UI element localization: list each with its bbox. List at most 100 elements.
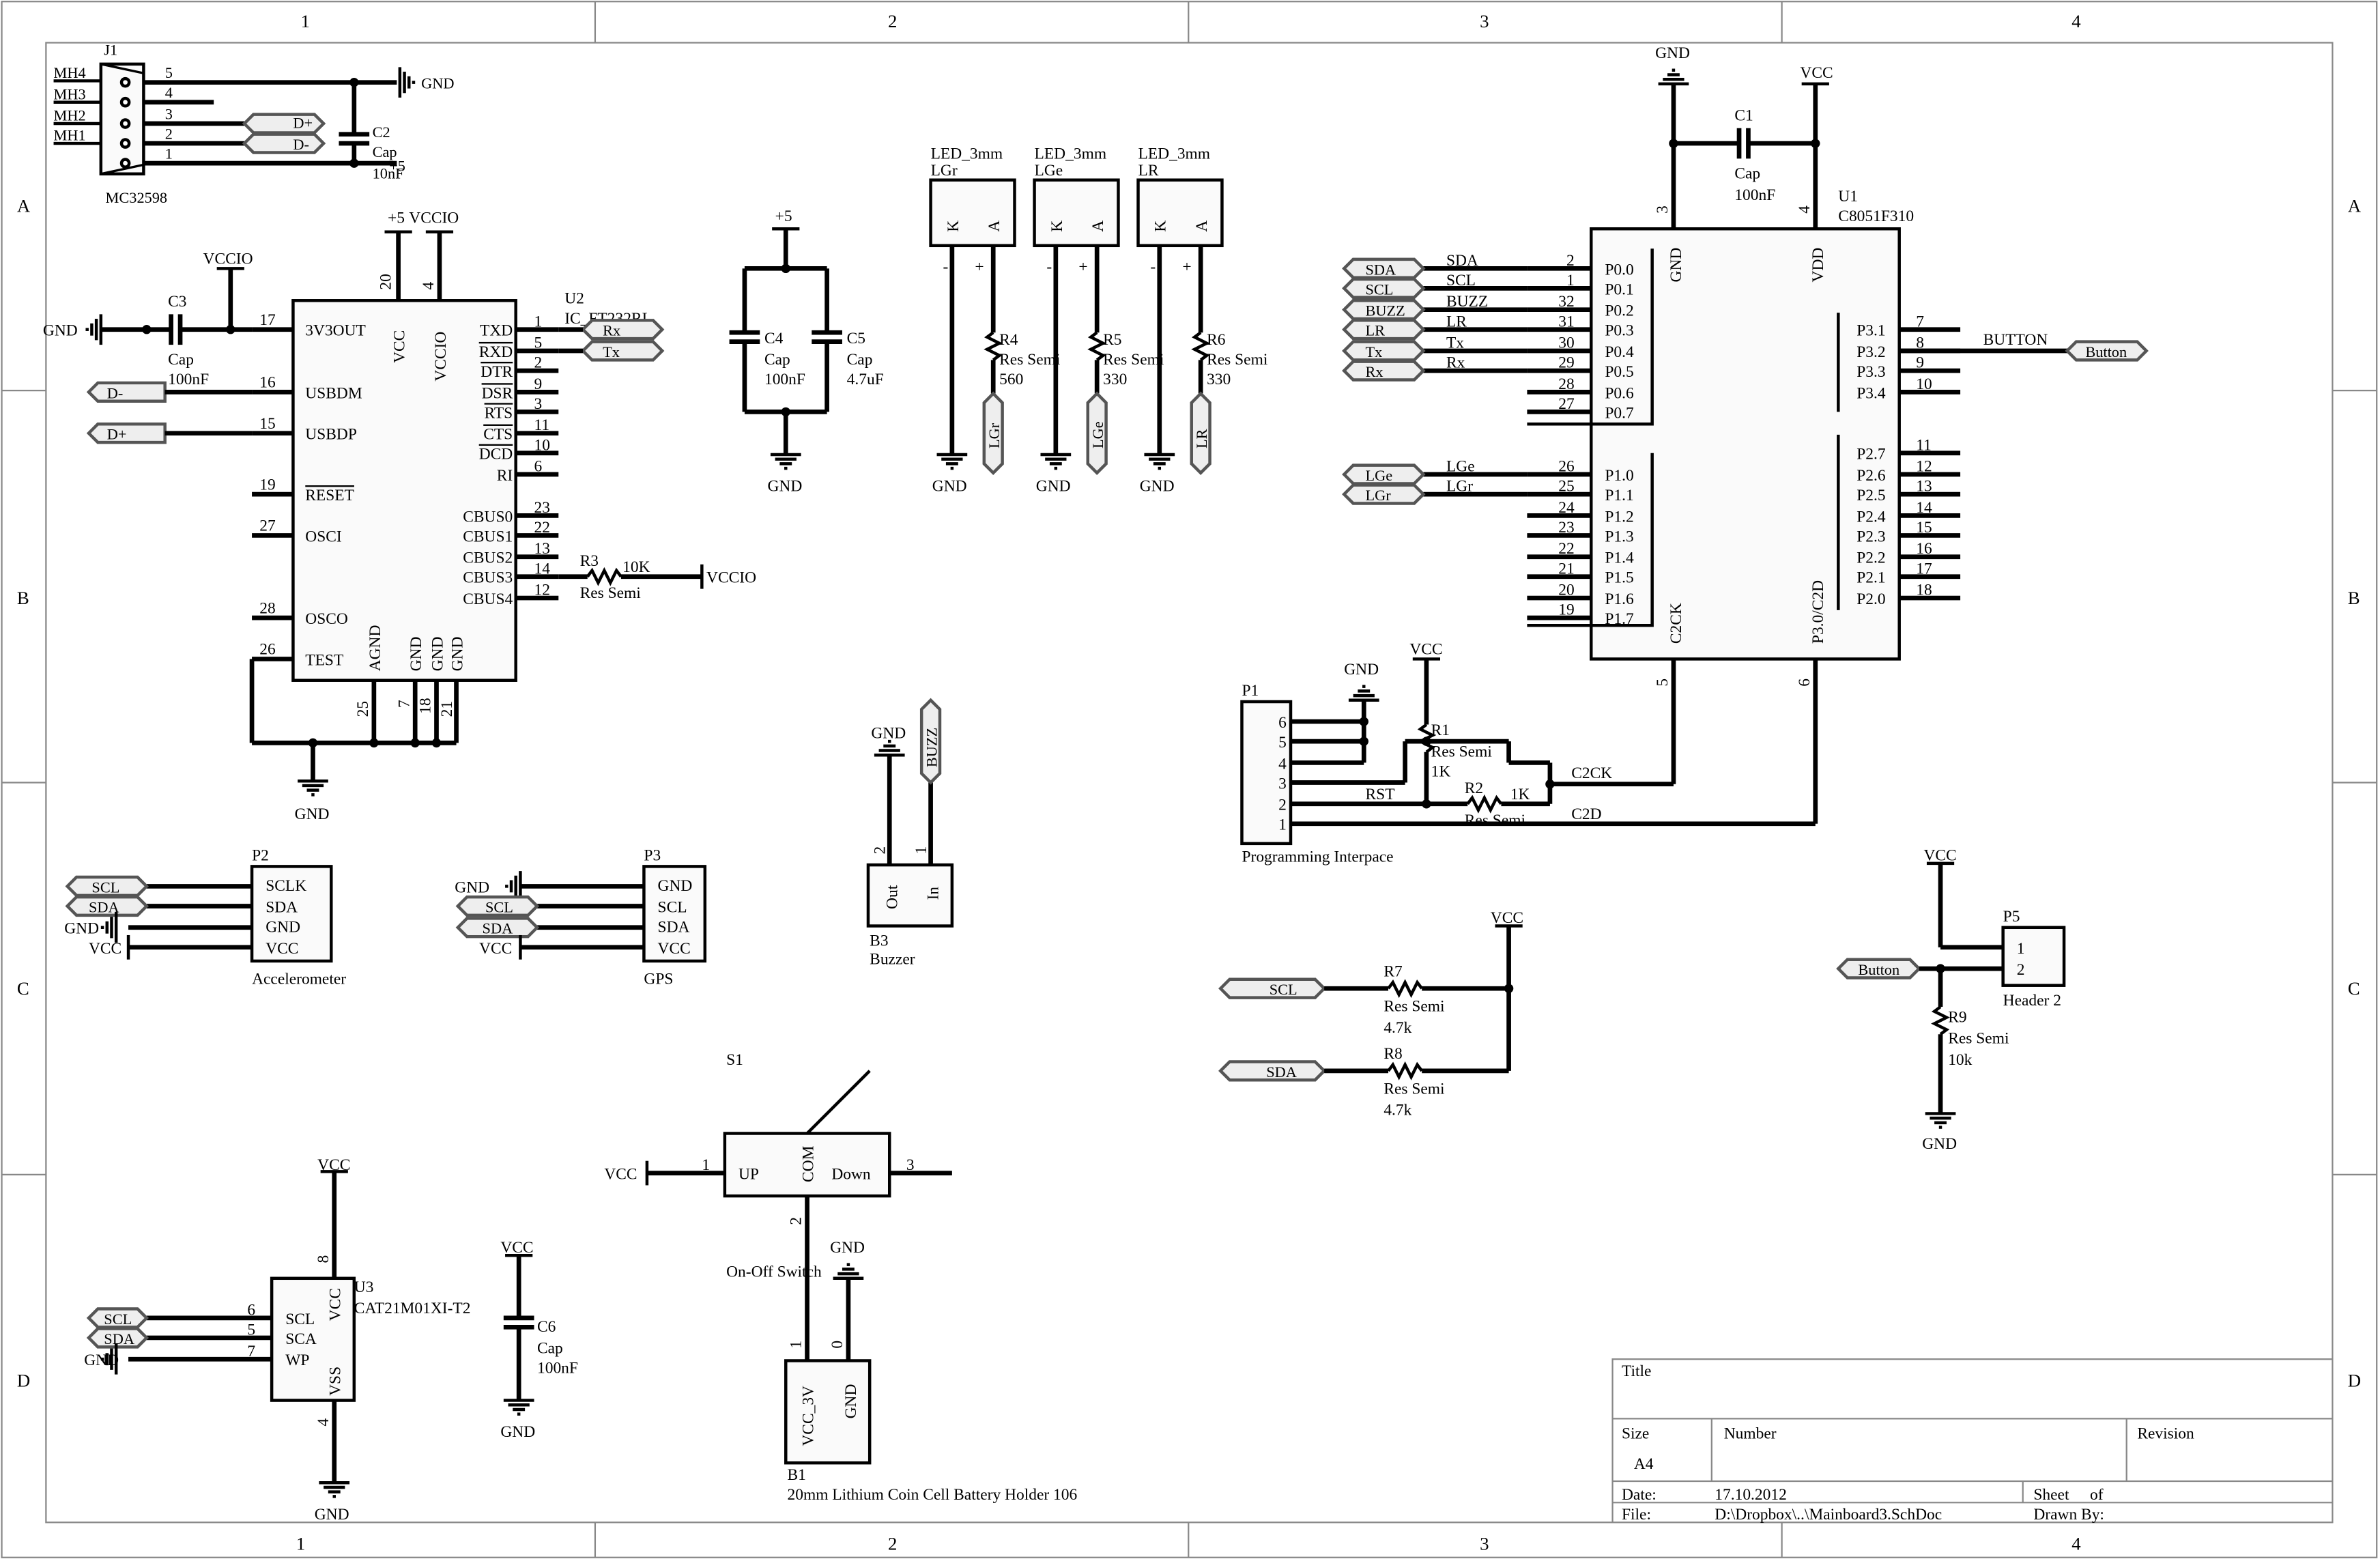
- u2-pin-vccio: VCCIO: [432, 332, 450, 382]
- b1-pin0: 0: [829, 1341, 846, 1349]
- led-res-type: Res Semi: [999, 351, 1061, 369]
- c1-ref: C1: [1734, 107, 1753, 125]
- u2-pinnum-16: 16: [259, 374, 276, 392]
- port-scl-r7: SCL: [1218, 977, 1327, 999]
- svg-text:SDA: SDA: [1266, 1063, 1297, 1081]
- u2-pinnum-6: 6: [534, 458, 543, 476]
- u1-port-label: LR: [1366, 322, 1386, 339]
- b3-pin1: 1: [913, 846, 930, 855]
- u1-pin-p0-0: P0.0: [1605, 261, 1633, 278]
- u1-pin-p3-1: P3.1: [1856, 322, 1885, 340]
- u1-pin-vdd: VDD: [1809, 248, 1827, 283]
- svg-text:SDA: SDA: [89, 898, 119, 915]
- u1-pinnum-3: 3: [1654, 205, 1672, 214]
- u1-port-label: BUZZ: [1366, 302, 1405, 319]
- zone-col-1-bottom: 1: [296, 1534, 305, 1554]
- zone-col-3-bottom: 3: [1480, 1534, 1489, 1554]
- u1-pinnum-16: 16: [1916, 540, 1932, 558]
- led-net-port: LGr: [986, 423, 1003, 448]
- of-label: of: [2090, 1486, 2104, 1504]
- port-button-p5: Button: [1836, 958, 1921, 979]
- p2-label: Accelerometer: [252, 970, 346, 988]
- r2-type: Res Semi: [1465, 812, 1526, 829]
- led-gnd-label: GND: [932, 478, 967, 496]
- port-tx-u2: Tx: [580, 340, 665, 362]
- u1-port-label: Rx: [1366, 363, 1383, 380]
- u1-pinnum-1: 1: [1566, 272, 1575, 289]
- u1-pin-p3-2: P3.2: [1856, 343, 1885, 361]
- c4-value: 100nF: [764, 371, 805, 388]
- u2-pin-3v3out: 3V3OUT: [305, 322, 366, 340]
- u1-port-label: SCL: [1366, 281, 1394, 298]
- r7-type: Res Semi: [1383, 998, 1445, 1016]
- b1-battery: B1 20mm Lithium Coin Cell Battery Holder…: [784, 1239, 1078, 1504]
- j1-pin5: 5: [165, 64, 173, 81]
- u1-pin-p3-3: P3.3: [1856, 363, 1885, 381]
- u1-pin-p1-0: P1.0: [1605, 467, 1633, 485]
- u1-port-label: Tx: [1366, 343, 1383, 360]
- svg-text:SDA: SDA: [483, 920, 513, 937]
- port-lgr-led: [982, 391, 1004, 475]
- u2-pin-cbus4: CBUS4: [463, 590, 513, 608]
- c2-value: 10nF: [373, 165, 404, 182]
- led-ref: LGr: [931, 162, 958, 180]
- u1-net-buzz: BUZZ: [1446, 293, 1488, 311]
- led-res-type: Res Semi: [1103, 351, 1164, 369]
- port-sda-p2: SDA: [65, 895, 149, 917]
- port-rx-u2: Rx: [580, 319, 665, 341]
- u1-pinnum-32: 32: [1558, 293, 1574, 311]
- zone-col-1-top: 1: [301, 11, 310, 31]
- c6-vcc-label: VCC: [500, 1239, 533, 1257]
- u1-net-tx: Tx: [1446, 334, 1464, 352]
- file-label: File:: [1622, 1506, 1651, 1524]
- led-k: K: [1152, 220, 1170, 232]
- u2-pinnum-10: 10: [534, 436, 550, 454]
- u2-pin-txd: TXD: [480, 322, 513, 340]
- j1-part: MC32598: [106, 189, 168, 206]
- port-dplus: D+: [242, 113, 326, 134]
- p2-vcc-label: VCC: [89, 940, 121, 958]
- s1-pin1: 1: [702, 1156, 710, 1174]
- b1-label: 20mm Lithium Coin Cell Battery Holder 10…: [788, 1486, 1078, 1504]
- r1-type: Res Semi: [1431, 743, 1493, 760]
- r8-value: 4.7k: [1383, 1102, 1411, 1119]
- b3-label: Buzzer: [870, 950, 915, 968]
- j1-mh3: MH3: [54, 85, 86, 102]
- p1-gnd-label: GND: [1344, 661, 1379, 678]
- port-dminus: D-: [242, 132, 326, 154]
- b3-out: Out: [883, 885, 901, 909]
- b1-ref: B1: [788, 1466, 806, 1484]
- r7r8-vcc-label: VCC: [1491, 909, 1523, 927]
- u2-p5-net: +5: [388, 209, 405, 227]
- p3-pin-vcc: VCC: [658, 940, 691, 958]
- led-part: LED_3mm: [1138, 145, 1211, 162]
- u1-pin-p0-1: P0.1: [1605, 281, 1633, 298]
- u1-button-net: BUTTON: [1983, 331, 2048, 349]
- svg-text:Button: Button: [1858, 961, 1899, 978]
- size-label: Size: [1622, 1425, 1649, 1442]
- s1-ref: S1: [726, 1051, 743, 1069]
- u3-pin-scl: SCL: [285, 1311, 315, 1328]
- svg-text:SCL: SCL: [104, 1311, 132, 1328]
- u1-pin-p2-1: P2.1: [1856, 569, 1885, 587]
- b3-buzzer: B3 Buzzer GND BUZZ 2 1 Out In: [866, 698, 954, 968]
- title-block: Title Size A4 Number Revision Date: 17.1…: [1611, 1358, 2334, 1524]
- u1-pin-p1-2: P1.2: [1605, 508, 1633, 526]
- u1-pin-p2-2: P2.2: [1856, 549, 1885, 567]
- p2-pin-sclk: SCLK: [266, 877, 306, 895]
- svg-text:D-: D-: [107, 384, 124, 401]
- c5-type: Cap: [847, 351, 873, 369]
- u2-pinnum-14: 14: [534, 560, 551, 577]
- p1-label: Programming Interpace: [1242, 848, 1393, 866]
- port-lr-u1: [1342, 319, 1426, 341]
- p3-label: GPS: [644, 970, 673, 988]
- u1-pinnum-9: 9: [1916, 354, 1924, 372]
- u1-pinnum-10: 10: [1916, 375, 1932, 393]
- port-rx-u1: [1342, 360, 1426, 382]
- led-res-value: 330: [1103, 371, 1127, 388]
- c4c5-gnd-label: GND: [767, 478, 802, 496]
- u1-net-sda: SDA: [1446, 252, 1478, 270]
- c2-type: Cap: [373, 143, 397, 160]
